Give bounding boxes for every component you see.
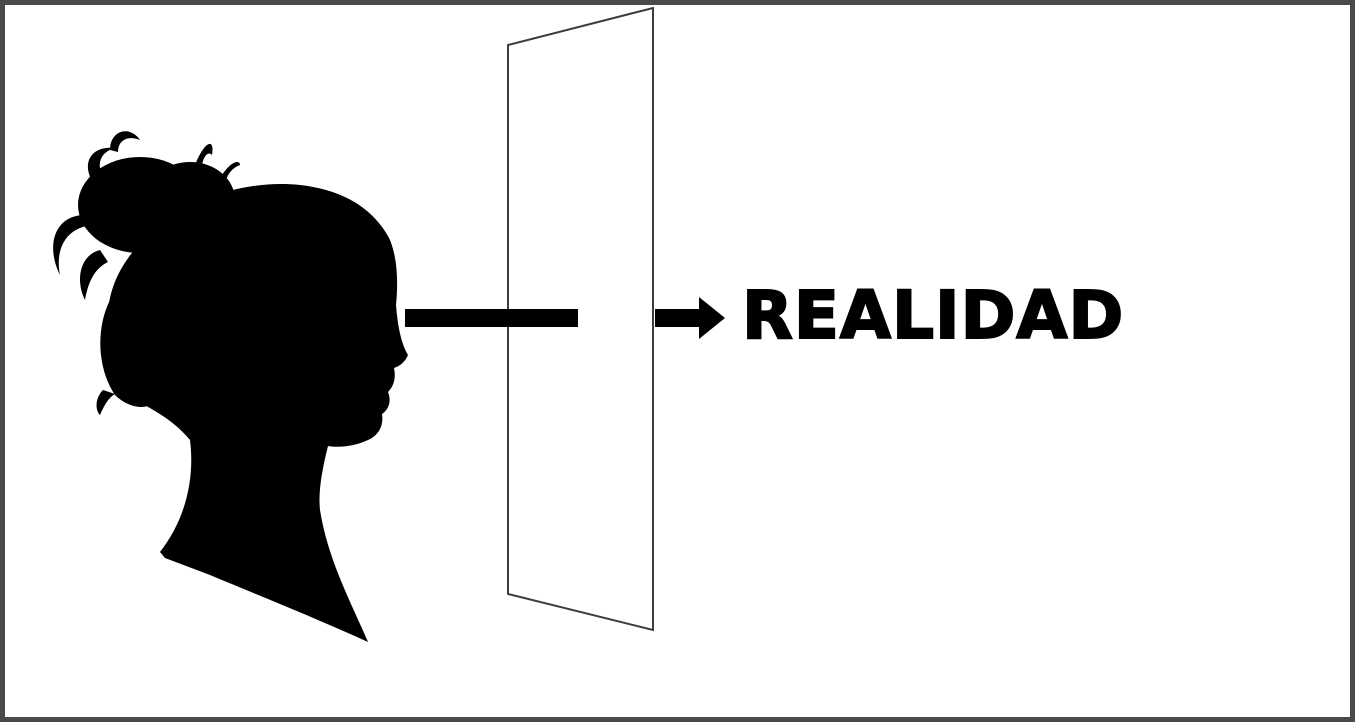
arrow-right-icon bbox=[655, 297, 725, 339]
woman-head-silhouette-icon bbox=[53, 131, 408, 642]
sight-line-through-pane bbox=[508, 309, 578, 327]
realidad-label: REALIDAD bbox=[742, 276, 1124, 356]
sight-line-left bbox=[405, 309, 508, 327]
